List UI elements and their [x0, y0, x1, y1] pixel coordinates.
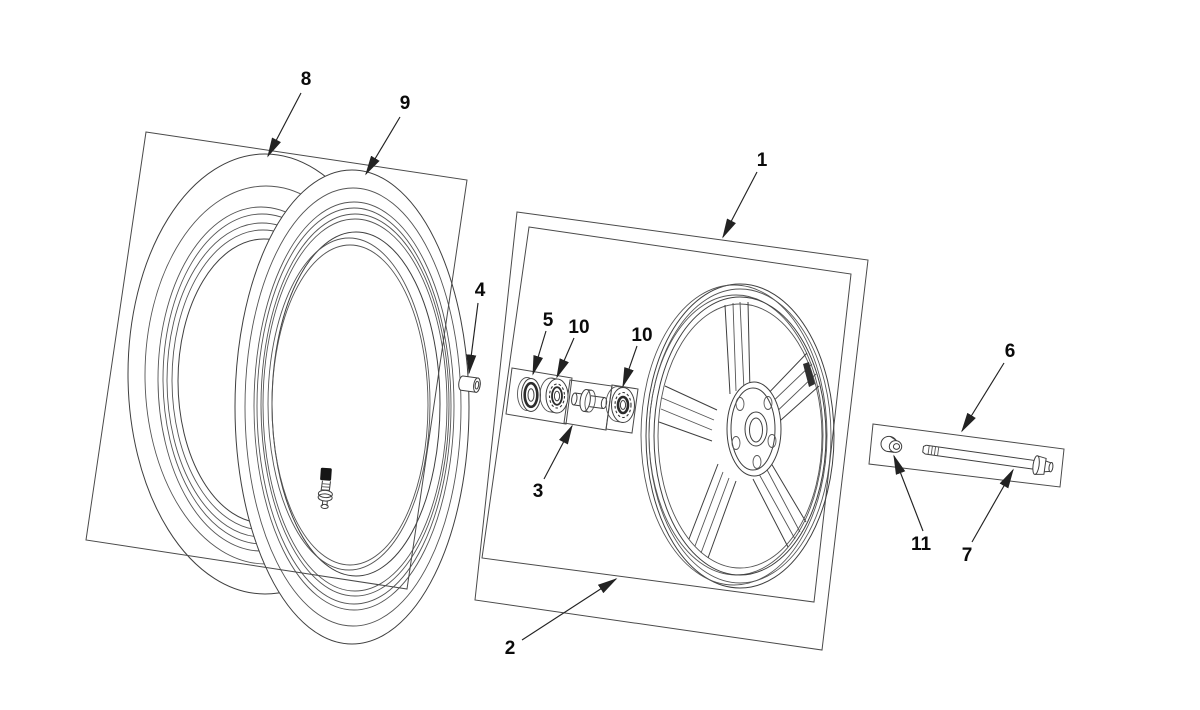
callout-8: 8 — [267, 69, 312, 158]
wheel-bearing-right — [605, 386, 635, 423]
cast-wheel — [640, 283, 835, 589]
callout-leader-line — [521, 578, 618, 641]
callout-leader-line — [893, 454, 924, 532]
callout-label: 8 — [301, 69, 312, 90]
callout-leader-line — [722, 171, 758, 239]
wheel-inner-box — [481, 226, 852, 603]
hub-spacer — [571, 389, 608, 413]
callout-1: 1 — [722, 150, 768, 239]
spacer-bush — [458, 375, 481, 393]
callout-label: 1 — [757, 150, 768, 171]
callout-label: 5 — [543, 310, 554, 331]
callout-4: 4 — [466, 280, 486, 375]
axle-nut — [880, 435, 903, 453]
axle-bolt — [922, 444, 1054, 475]
rim-valve-notch — [803, 362, 815, 387]
callout-5: 5 — [532, 310, 554, 376]
callout-leader-line — [365, 116, 401, 176]
oil-seal — [517, 377, 541, 412]
tire-group-box — [85, 131, 468, 590]
wheel-outer-box — [474, 211, 869, 651]
rim-band — [234, 169, 470, 645]
callout-leader-line — [622, 345, 638, 388]
callout-leader-line — [543, 424, 573, 480]
wheel-hub — [726, 381, 782, 477]
callout-leader-line — [971, 468, 1014, 543]
axle-group-box — [868, 423, 1065, 488]
callout-label: 10 — [568, 317, 589, 338]
callout-leader-line — [466, 302, 479, 375]
callout-2: 2 — [505, 578, 618, 659]
group-boxes — [85, 131, 1065, 651]
callout-label: 6 — [1005, 341, 1016, 362]
callout-11: 11 — [893, 454, 932, 555]
callout-leader-line — [556, 337, 575, 379]
callouts-layer: 8 9 4 5 10 10 1 3 2 6 11 7 — [267, 69, 1016, 659]
callout-9: 9 — [365, 93, 411, 176]
callout-leader-line — [532, 330, 547, 376]
callout-10: 10 — [622, 325, 653, 388]
bearing-box-middle — [563, 379, 613, 431]
callout-label: 11 — [911, 534, 932, 555]
callout-6: 6 — [961, 341, 1016, 433]
callout-label: 3 — [533, 481, 544, 502]
callout-7: 7 — [962, 468, 1014, 566]
wheel-bearing-left — [539, 377, 569, 414]
callout-10: 10 — [556, 317, 590, 379]
callout-label: 4 — [475, 280, 486, 301]
bearing-box-left — [505, 367, 573, 425]
callout-3: 3 — [533, 424, 573, 502]
callout-label: 2 — [505, 638, 516, 659]
callout-label: 7 — [962, 545, 973, 566]
valve-stem — [317, 467, 333, 510]
callout-leader-line — [961, 362, 1005, 433]
callout-label: 10 — [631, 325, 652, 346]
callout-label: 9 — [400, 93, 411, 114]
callout-leader-line — [267, 92, 302, 158]
